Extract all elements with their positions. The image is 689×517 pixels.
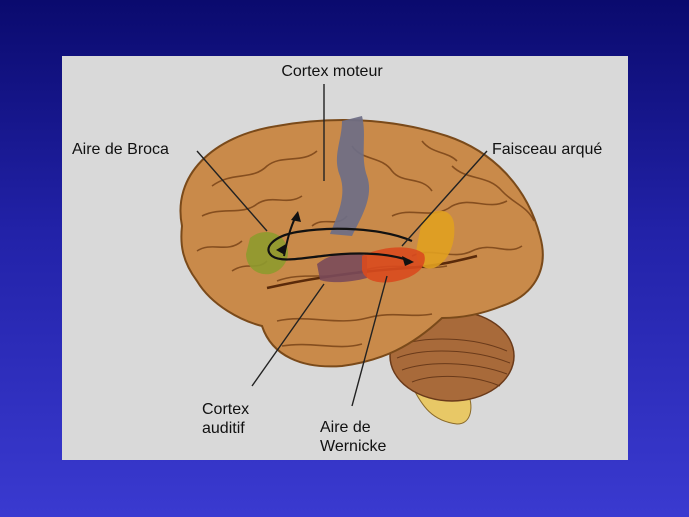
label-arcuate: Faisceau arqué bbox=[492, 141, 603, 158]
arcuate-arrowhead-left bbox=[276, 244, 286, 255]
brain-diagram bbox=[179, 84, 544, 425]
arcuate-arrowhead-right bbox=[402, 256, 414, 266]
arcuate-fasciculus-arrow bbox=[267, 227, 413, 263]
label-auditory-line1: Cortex bbox=[202, 401, 250, 418]
label-broca: Aire de Broca bbox=[72, 141, 169, 158]
auditory-cortex-region bbox=[317, 253, 367, 283]
broca-to-motor-arrowhead bbox=[291, 211, 301, 222]
label-auditory: Cortex auditif bbox=[202, 400, 249, 438]
wernicke-region bbox=[362, 247, 425, 283]
leader-wernicke bbox=[351, 275, 388, 407]
leader-auditory bbox=[251, 283, 325, 387]
label-motor-cortex: Cortex moteur bbox=[281, 63, 383, 80]
label-wernicke-line1: Aire de bbox=[320, 419, 371, 436]
label-wernicke-line2: Wernicke bbox=[320, 438, 387, 455]
motor-cortex-region bbox=[330, 116, 370, 236]
broca-region bbox=[246, 232, 289, 275]
label-auditory-line2: auditif bbox=[202, 420, 245, 437]
leader-broca bbox=[196, 150, 268, 232]
leader-lines bbox=[196, 84, 488, 407]
diagram-panel: Cortex moteur Aire de Broca Faisceau arq… bbox=[62, 56, 628, 460]
brain-hemisphere bbox=[179, 119, 544, 368]
label-wernicke: Aire de Wernicke bbox=[320, 418, 386, 456]
posterior-region bbox=[416, 210, 455, 269]
leader-arcuate bbox=[401, 150, 488, 247]
